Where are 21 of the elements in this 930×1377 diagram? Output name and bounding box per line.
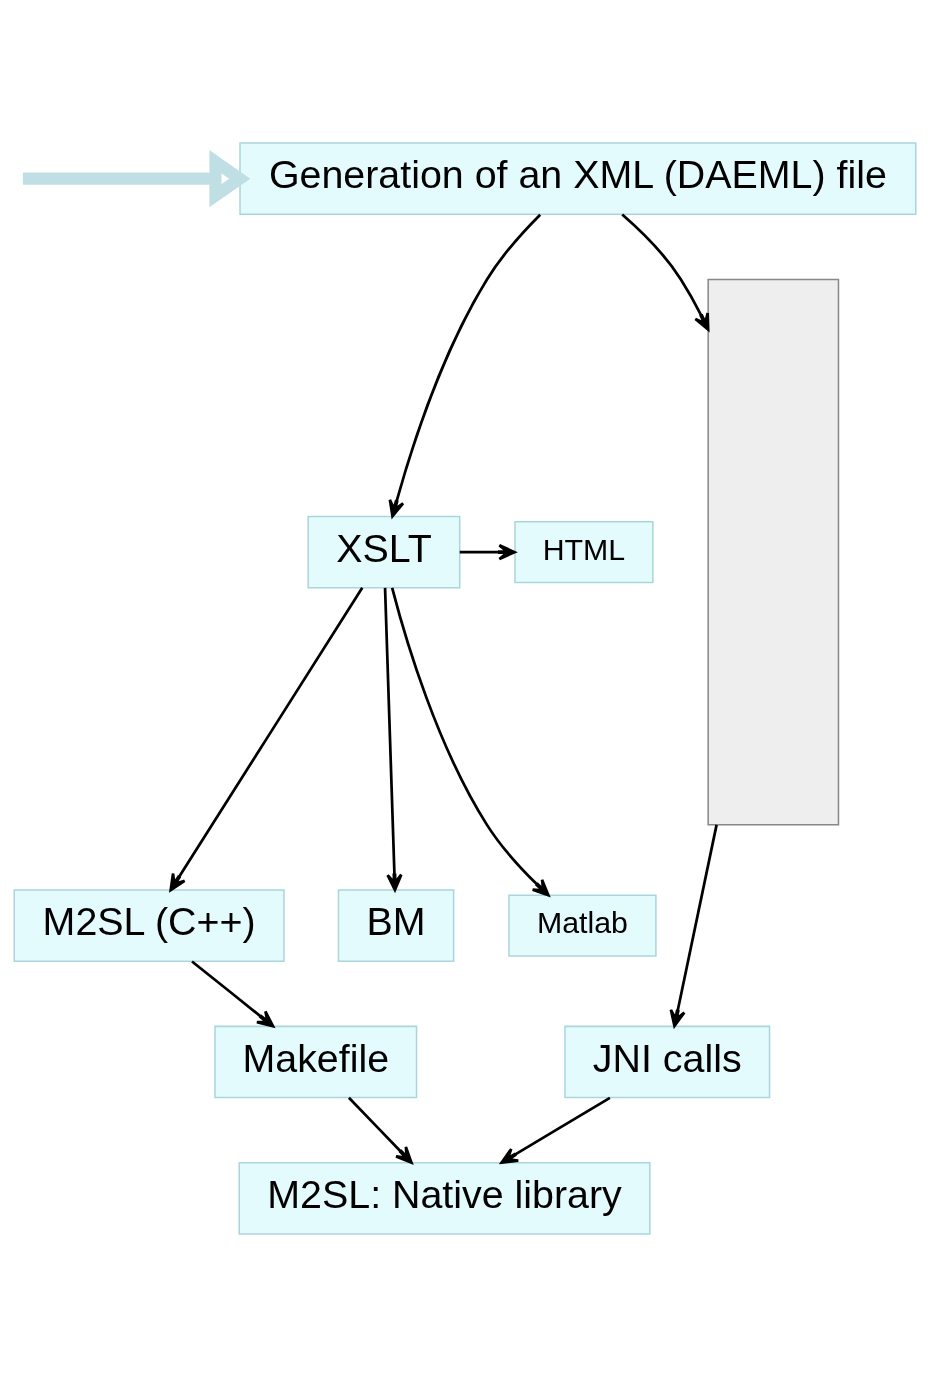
node-box: Matlab [508, 894, 657, 957]
arrow [390, 587, 550, 897]
arrow [388, 213, 542, 518]
arrow [347, 1096, 413, 1164]
node-box: XSLT [307, 515, 461, 589]
arrow [22, 150, 251, 208]
node-box [707, 278, 840, 826]
arrow [669, 824, 718, 1028]
node-box: BM [337, 889, 455, 962]
arrow [500, 1096, 611, 1164]
arrow [621, 213, 710, 331]
arrow [169, 587, 364, 892]
arrow [191, 960, 275, 1028]
arrow [459, 543, 516, 561]
node-box: Generation of an XML (DAEML) file [239, 142, 917, 216]
arrow [383, 587, 403, 892]
node-box: M2SL (C++) [13, 889, 285, 962]
node-box: JNI calls [564, 1025, 771, 1099]
node-box: HTML [514, 521, 654, 584]
node-box: Makefile [214, 1025, 418, 1099]
node-box: M2SL: Native library [238, 1161, 651, 1235]
